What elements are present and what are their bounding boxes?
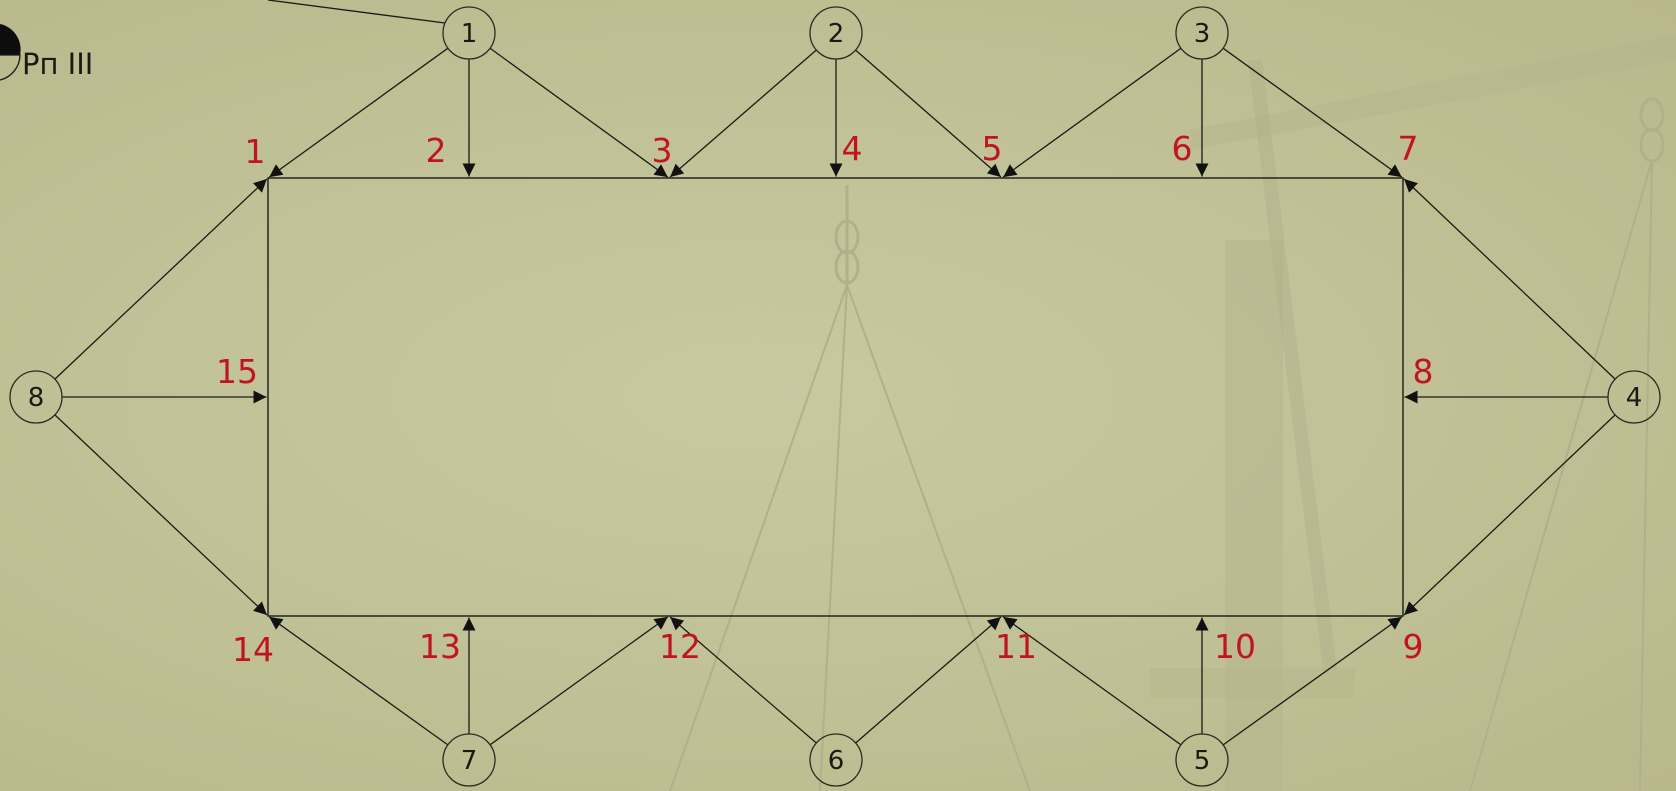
edge-n4-to-p9: [1404, 415, 1615, 615]
half-disc-icon: [0, 24, 21, 55]
point-label-15: 15: [216, 352, 258, 391]
edge-n1-to-p1: [269, 48, 448, 177]
edge-n8-to-p1: [55, 179, 267, 379]
point-label-4: 4: [842, 129, 863, 168]
point-label-8: 8: [1413, 352, 1434, 391]
edge-n7-to-p12: [490, 617, 668, 745]
point-label-12: 12: [659, 627, 701, 666]
point-label-2: 2: [426, 131, 447, 170]
node-8: 8: [10, 371, 62, 423]
corner-label: Pп III: [22, 47, 93, 81]
point-label-3: 3: [652, 131, 673, 170]
node-1: 1: [443, 7, 495, 59]
node-label: 4: [1626, 383, 1643, 413]
edge-n1-to-p3: [490, 48, 668, 177]
node-label: 1: [461, 19, 478, 49]
edge-n4-to-p7: [1404, 179, 1615, 379]
point-label-10: 10: [1214, 627, 1256, 666]
node-5: 5: [1176, 734, 1228, 786]
node-label: 3: [1194, 19, 1211, 49]
point-label-11: 11: [995, 627, 1037, 666]
point-label-9: 9: [1403, 627, 1424, 666]
point-label-6: 6: [1172, 129, 1193, 168]
edge-n3-to-p5: [1003, 48, 1181, 177]
node-label: 5: [1194, 746, 1211, 776]
node-6: 6: [810, 734, 862, 786]
point-label-14: 14: [232, 630, 274, 669]
node-2: 2: [810, 7, 862, 59]
point-label-13: 13: [419, 627, 461, 666]
corner-indicator: Pп III: [0, 24, 93, 81]
edge-n2-to-p3: [670, 50, 816, 177]
edges: [55, 48, 1615, 745]
edge-n8-to-p14: [55, 415, 267, 615]
edge-n2-to-p5: [856, 50, 1001, 177]
node-label: 8: [28, 383, 45, 413]
node-label: 7: [461, 746, 478, 776]
point-label-1: 1: [245, 132, 266, 171]
node-3: 3: [1176, 7, 1228, 59]
node-label: 6: [828, 746, 845, 776]
node-7: 7: [443, 734, 495, 786]
edge-n6-to-p11: [856, 617, 1001, 743]
point-label-7: 7: [1398, 129, 1419, 168]
point-label-5: 5: [982, 129, 1003, 168]
node-4: 4: [1608, 371, 1660, 423]
node-label: 2: [828, 19, 845, 49]
incoming-edge: [268, 0, 445, 23]
